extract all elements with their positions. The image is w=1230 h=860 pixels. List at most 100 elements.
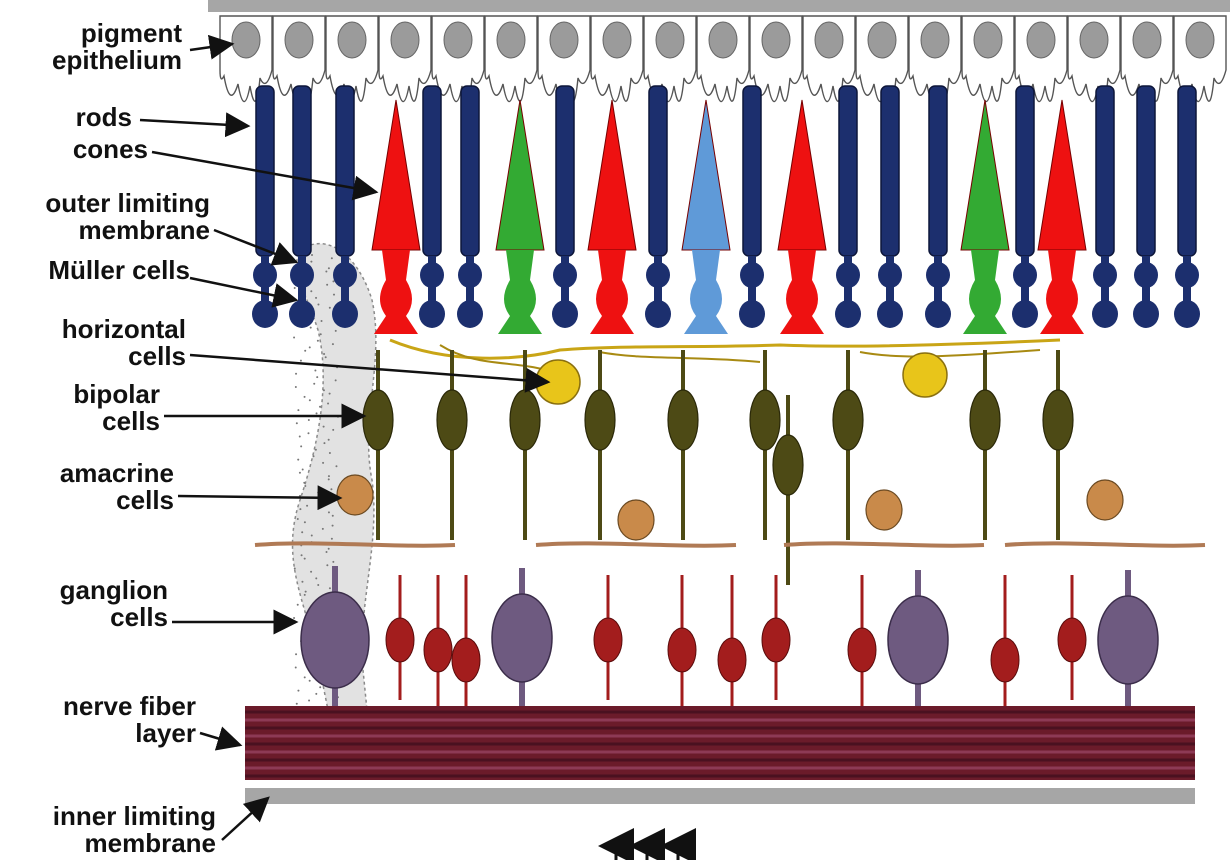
label-line: cells xyxy=(0,408,160,435)
muller-stipple xyxy=(317,584,319,586)
muller-stipple xyxy=(300,360,302,362)
label-outer-limiting-membrane: outer limiting membrane xyxy=(0,190,210,244)
bipolar-cell-body xyxy=(1043,390,1073,450)
rod-outer-segment xyxy=(1178,86,1196,256)
small-ganglion-cell xyxy=(386,618,414,662)
ganglion-cell-body xyxy=(301,592,369,688)
cone-outer-segment xyxy=(682,100,730,250)
label-pointer-arrow xyxy=(140,120,248,126)
muller-stipple xyxy=(320,333,322,335)
label-line: layer xyxy=(0,720,196,747)
muller-stipple xyxy=(295,373,297,375)
label-line: outer limiting xyxy=(0,190,210,217)
muller-stipple xyxy=(309,399,311,401)
rod-outer-segment xyxy=(461,86,479,256)
muller-stipple xyxy=(296,422,298,424)
muller-stipple xyxy=(297,459,299,461)
muller-stipple xyxy=(332,280,334,282)
muller-stipple xyxy=(296,703,298,705)
pigment-nucleus xyxy=(974,22,1002,58)
cone-inner-segment xyxy=(963,250,1007,334)
muller-stipple xyxy=(321,320,323,322)
muller-stipple xyxy=(323,389,325,391)
muller-stipple xyxy=(328,511,330,513)
muller-stipple xyxy=(327,403,329,405)
ganglion-cell-body xyxy=(492,594,552,682)
rod-inner-segment xyxy=(886,256,894,316)
muller-stipple xyxy=(304,521,306,523)
muller-stipple xyxy=(322,462,324,464)
small-ganglion-cell xyxy=(718,638,746,682)
muller-stipple xyxy=(304,485,306,487)
muller-stipple xyxy=(330,488,332,490)
rod-inner-segment xyxy=(298,256,306,316)
sclera-band xyxy=(208,0,1230,12)
muller-stipple xyxy=(331,257,333,259)
muller-stipple xyxy=(319,686,321,688)
nerve-fiber-layer xyxy=(245,706,1195,804)
label-line: nerve fiber xyxy=(0,693,196,720)
label-pigment-epithelium: pigment epithelium xyxy=(20,20,182,74)
muller-stipple xyxy=(326,284,328,286)
small-ganglion-cell xyxy=(424,628,452,672)
muller-stipple xyxy=(294,568,296,570)
rod-inner-segment xyxy=(1101,256,1109,316)
muller-stipple xyxy=(311,535,313,537)
rod-outer-segment xyxy=(1137,86,1155,256)
ganglion-cell-body xyxy=(1098,596,1158,684)
label-pointer-arrow xyxy=(190,278,296,300)
cone-outer-segment xyxy=(1038,100,1086,250)
bipolar-cell-layer xyxy=(363,350,1073,585)
label-pointer-arrow xyxy=(214,230,296,262)
muller-stipple xyxy=(332,515,334,517)
rod-inner-segment xyxy=(561,256,569,316)
pigment-nucleus xyxy=(868,22,896,58)
muller-stipple xyxy=(299,508,301,510)
muller-stipple xyxy=(313,455,315,457)
incoming-light-arrows xyxy=(616,846,678,860)
muller-stipple xyxy=(304,350,306,352)
muller-stipple xyxy=(323,442,325,444)
label-line: horizontal xyxy=(0,316,186,343)
muller-stipple xyxy=(295,653,297,655)
bipolar-cell-body xyxy=(970,390,1000,450)
muller-stipple xyxy=(295,386,297,388)
muller-stipple xyxy=(300,445,302,447)
muller-stipple xyxy=(294,287,296,289)
ganglion-cell-body xyxy=(888,596,948,684)
muller-stipple xyxy=(335,465,337,467)
muller-stipple xyxy=(315,693,317,695)
cone-inner-segment xyxy=(498,250,542,334)
muller-stipple xyxy=(335,379,337,381)
pigment-nucleus xyxy=(762,22,790,58)
muller-stipple xyxy=(325,271,327,273)
small-ganglion-cell xyxy=(762,618,790,662)
label-line: pigment xyxy=(20,20,182,47)
muller-stipple xyxy=(308,700,310,702)
rod-outer-segment xyxy=(649,86,667,256)
bipolar-cell-body xyxy=(510,390,540,450)
bipolar-cell-body xyxy=(668,390,698,450)
muller-stipple xyxy=(315,449,317,451)
muller-stipple xyxy=(301,581,303,583)
muller-stipple xyxy=(297,690,299,692)
rod-outer-segment xyxy=(1096,86,1114,256)
rod-outer-segment xyxy=(293,86,311,256)
small-ganglion-cell xyxy=(452,638,480,682)
label-pointer-arrow xyxy=(200,733,240,745)
muller-stipple xyxy=(316,412,318,414)
pigment-nucleus xyxy=(603,22,631,58)
bipolar-cell-body xyxy=(437,390,467,450)
muller-stipple xyxy=(317,340,319,342)
pigment-nucleus xyxy=(656,22,684,58)
label-inner-limiting-membrane: inner limiting membrane xyxy=(0,803,216,857)
rod-inner-segment xyxy=(466,256,474,316)
amacrine-process xyxy=(1005,543,1205,545)
muller-stipple xyxy=(325,356,327,358)
small-ganglion-cell xyxy=(668,628,696,672)
muller-stipple xyxy=(299,472,301,474)
muller-stipple xyxy=(313,383,315,385)
amacrine-cell-body xyxy=(1087,480,1123,520)
muller-stipple xyxy=(310,261,312,263)
